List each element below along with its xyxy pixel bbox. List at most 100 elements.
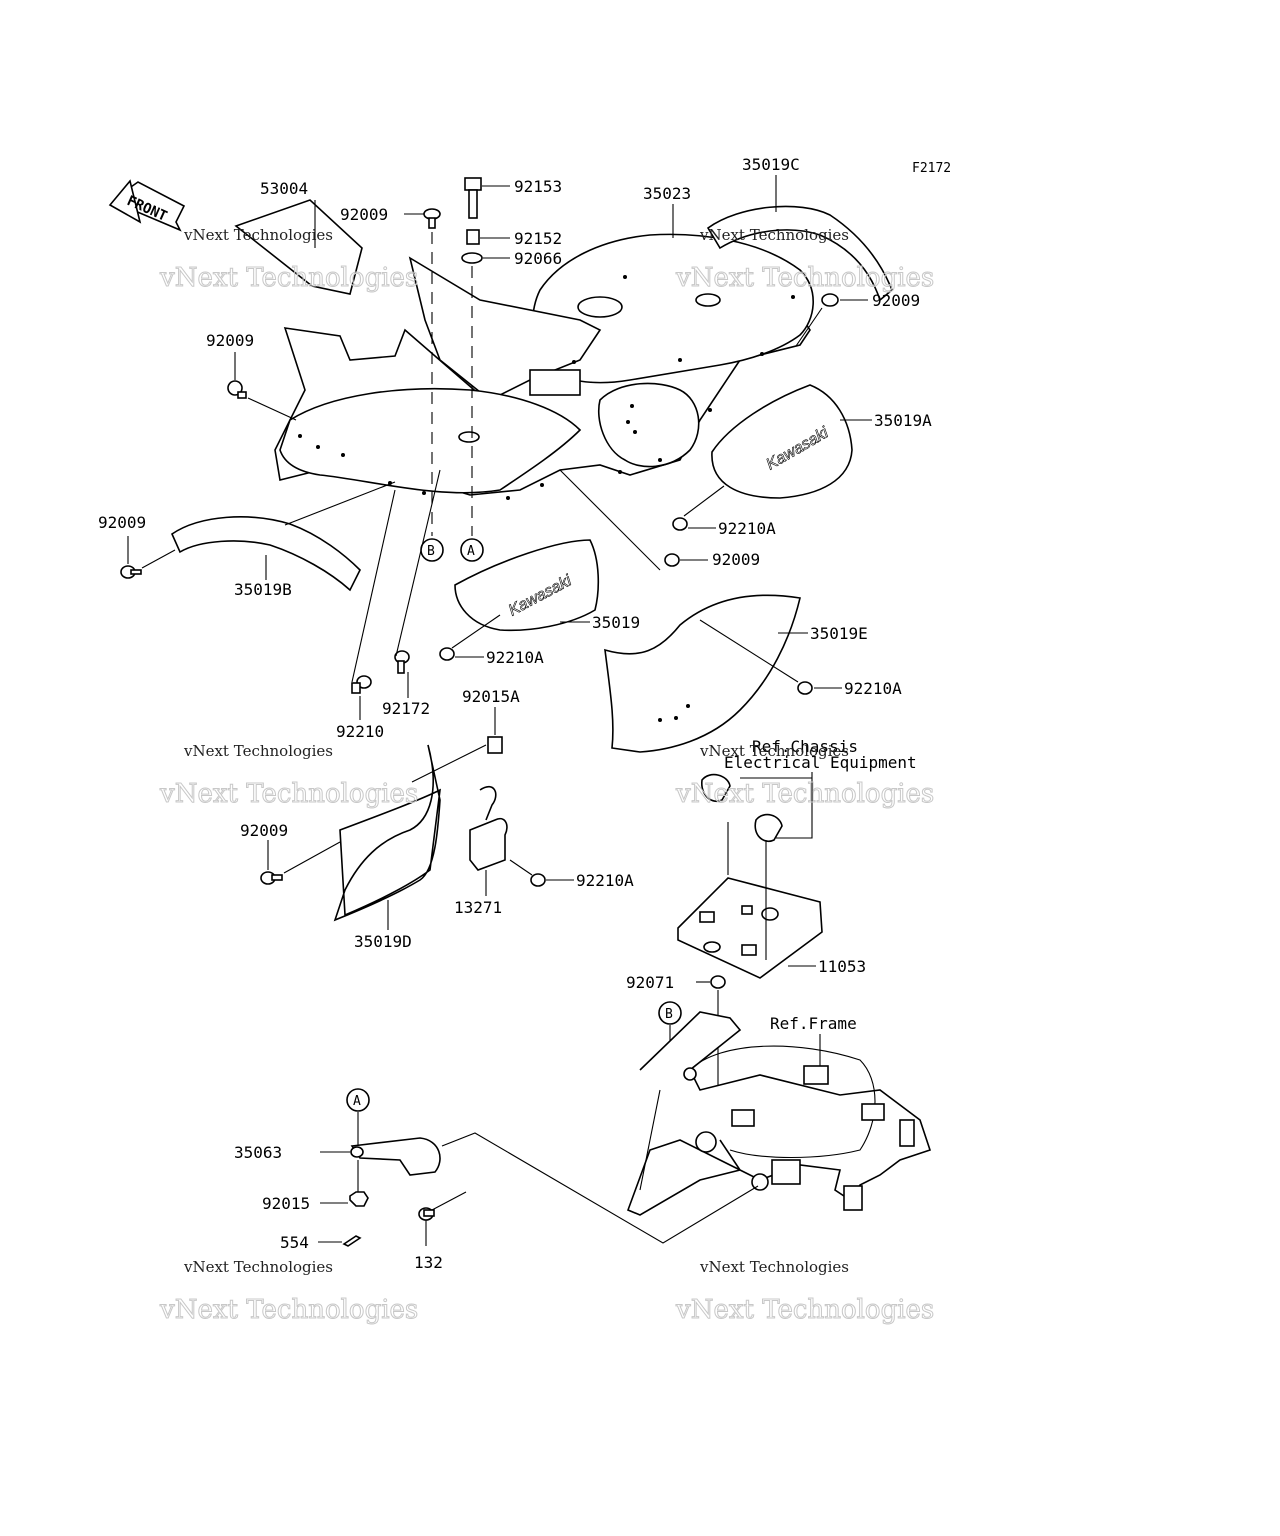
label-92009-left: 92009 — [206, 331, 254, 350]
watermark-bottom-right: vNext Technologies vNext Technologies — [675, 1258, 935, 1326]
label-92152: 92152 — [514, 229, 562, 248]
bolt-92009-top[interactable] — [423, 208, 441, 229]
strip-35019B[interactable] — [170, 516, 361, 592]
label-92009-b: 92009 — [712, 550, 760, 569]
collar-92152[interactable] — [466, 229, 480, 245]
figure-code: F2172 — [912, 161, 951, 176]
bolt-92172[interactable] — [394, 650, 410, 674]
svg-text:vNext Technologies: vNext Technologies — [183, 1258, 333, 1276]
svg-text:vNext Technologies: vNext Technologies — [675, 779, 934, 809]
leader-92210A-2-b — [451, 614, 501, 649]
label-11053: 11053 — [818, 957, 866, 976]
label-13271: 13271 — [454, 898, 502, 917]
leader-92009-c-2 — [141, 549, 176, 569]
bolt-92210[interactable] — [351, 675, 372, 694]
label-92210: 92210 — [336, 722, 384, 741]
ref-chassis-line2: Electrical Equipment — [724, 753, 917, 772]
marker-a-bottom-label: A — [353, 1094, 361, 1109]
tray-11053[interactable] — [677, 877, 823, 979]
svg-text:vNext Technologies: vNext Technologies — [183, 226, 333, 244]
leader-92009-d-2 — [283, 841, 341, 874]
label-92210A-4: 92210A — [576, 871, 634, 890]
front-arrow-icon: FRONT — [108, 179, 186, 232]
label-92210A-2: 92210A — [486, 648, 544, 667]
leader-92009-right-2 — [795, 307, 823, 347]
bracket-35063[interactable] — [350, 1137, 441, 1176]
label-35019A: 35019A — [874, 411, 932, 430]
label-35019B: 35019B — [234, 580, 292, 599]
svg-text:vNext Technologies: vNext Technologies — [183, 742, 333, 760]
bolt-92009-c[interactable] — [120, 565, 142, 579]
marker-b-frame — [658, 1001, 682, 1025]
leader-92210A-4-b — [509, 859, 533, 876]
frame-assembly — [626, 1011, 932, 1216]
washer-92066[interactable] — [461, 252, 483, 264]
cotter-pin-554[interactable] — [342, 1235, 362, 1247]
side-cover-35019[interactable]: Kawasaki — [454, 539, 600, 632]
label-92153: 92153 — [514, 177, 562, 196]
grommet-92210A-2[interactable] — [439, 647, 455, 661]
clip-92015A[interactable] — [487, 736, 503, 754]
leader-35063-frame — [441, 1132, 759, 1244]
rear-fender-35023[interactable] — [274, 233, 814, 500]
grommet-92210A-1[interactable] — [672, 517, 688, 531]
svg-text:vNext Technologies: vNext Technologies — [159, 1295, 418, 1325]
bolt-92009-left[interactable] — [227, 380, 247, 399]
label-92210A-1: 92210A — [718, 519, 776, 538]
ref-frame: Ref.Frame — [770, 1014, 857, 1033]
grommet-92210A-3[interactable] — [797, 681, 813, 695]
bolt-92009-b[interactable] — [664, 553, 680, 567]
leader-92210A-3-b — [699, 619, 799, 683]
leader-92009-b-2 — [559, 469, 661, 571]
nut-92015[interactable] — [349, 1191, 369, 1207]
label-53004: 53004 — [260, 179, 308, 198]
bolt-92009-d[interactable] — [260, 871, 283, 885]
label-132: 132 — [414, 1253, 443, 1272]
label-35019D: 35019D — [354, 932, 412, 951]
svg-text:vNext Technologies: vNext Technologies — [699, 226, 849, 244]
bolt-92153[interactable] — [464, 177, 482, 219]
svg-text:vNext Technologies: vNext Technologies — [675, 263, 934, 293]
svg-text:vNext Technologies: vNext Technologies — [699, 742, 849, 760]
marker-a-bottom — [346, 1088, 370, 1112]
label-92009-right: 92009 — [872, 291, 920, 310]
label-92172: 92172 — [382, 699, 430, 718]
label-92210A-3: 92210A — [844, 679, 902, 698]
marker-b-frame-label: B — [665, 1007, 673, 1022]
label-92071: 92071 — [626, 973, 674, 992]
bracket-13271[interactable] — [469, 785, 508, 871]
label-554: 554 — [280, 1233, 309, 1252]
label-92009-d: 92009 — [240, 821, 288, 840]
strip-35019C[interactable] — [706, 205, 893, 302]
marker-a-top-label: A — [467, 544, 475, 559]
label-92015: 92015 — [262, 1194, 310, 1213]
bolt-132[interactable] — [418, 1207, 435, 1221]
side-cover-35019A[interactable]: Kawasaki — [711, 384, 853, 499]
label-35019E: 35019E — [810, 624, 868, 643]
label-92066: 92066 — [514, 249, 562, 268]
label-92009-c: 92009 — [98, 513, 146, 532]
leader-35019B-2 — [284, 481, 396, 526]
grommet-92071[interactable] — [710, 975, 726, 989]
svg-text:vNext Technologies: vNext Technologies — [159, 779, 418, 809]
inner-panel-35019D[interactable] — [333, 744, 441, 922]
leader-92210A-1-b — [683, 485, 725, 517]
bolt-92009-right[interactable] — [821, 293, 839, 307]
svg-text:vNext Technologies: vNext Technologies — [159, 263, 418, 293]
watermark-bottom-left: vNext Technologies vNext Technologies — [159, 1258, 419, 1326]
ref-chassis-line1: Ref.Chassis — [752, 737, 858, 756]
leader-92172-up — [395, 469, 441, 657]
label-35023: 35023 — [643, 184, 691, 203]
watermark-mid-left: vNext Technologies vNext Technologies — [159, 742, 419, 810]
leader-92009-left — [247, 397, 297, 421]
flap-53004[interactable] — [234, 199, 363, 295]
leader-92210-up — [351, 489, 396, 683]
marker-a-top — [460, 538, 484, 562]
clamp-icon — [701, 773, 783, 842]
watermark-top-left: vNext Technologies vNext Technologies — [159, 226, 419, 294]
label-35019C: 35019C — [742, 155, 800, 174]
leader-92015A-b — [411, 744, 487, 783]
grommet-92210A-4[interactable] — [530, 873, 546, 887]
mudguard-35019E[interactable] — [604, 594, 801, 753]
